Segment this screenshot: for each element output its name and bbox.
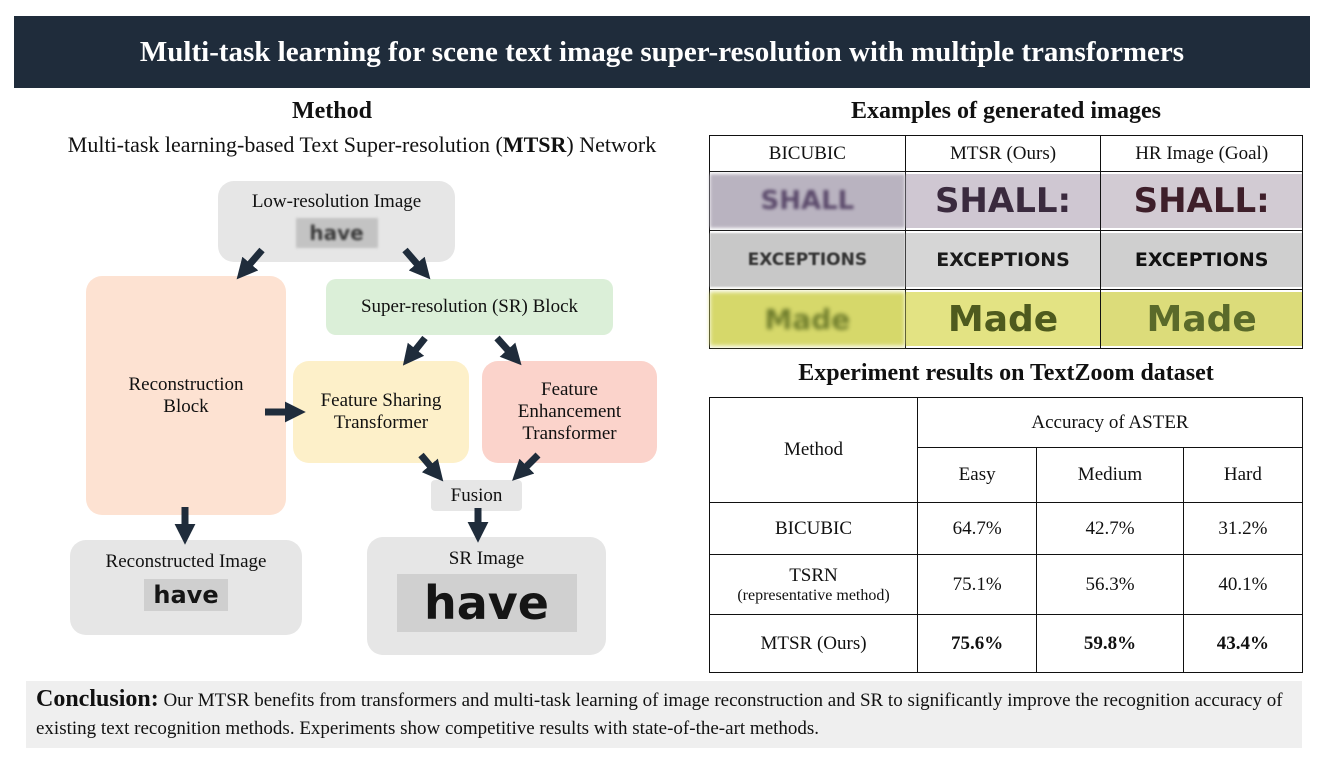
- examples-header-hr: HR Image (Goal): [1100, 135, 1303, 172]
- example-cell: EXCEPTIONS: [904, 230, 1102, 290]
- arrow-sr-to-feature-sharing: [402, 335, 428, 366]
- example-image-hr: Made: [1101, 292, 1302, 346]
- reconstruction-block: Reconstruction Block: [86, 276, 286, 515]
- results-value: 31.2%: [1182, 502, 1304, 555]
- results-value: 75.1%: [916, 554, 1038, 615]
- sr-image-box: SR Image have: [367, 537, 606, 655]
- results-value: 75.6%: [916, 614, 1038, 673]
- method-title: Method: [292, 98, 372, 124]
- reconstructed-image-box: Reconstructed Image have: [70, 540, 302, 635]
- examples-row-made: Made Made Made: [709, 289, 1303, 349]
- example-cell: Made: [709, 289, 906, 349]
- subtitle-bold: MTSR: [502, 132, 567, 157]
- example-image-mtsr: Made: [905, 292, 1101, 346]
- feature-sharing-line2: Transformer: [333, 412, 429, 433]
- results-header-row-2: Easy Medium Hard: [710, 447, 1304, 503]
- example-cell: SHALL:: [904, 171, 1102, 231]
- results-method-header: Method: [709, 397, 918, 503]
- results-group-header: Accuracy of ASTER: [917, 397, 1303, 448]
- results-col-easy: Easy: [916, 447, 1038, 503]
- example-cell: EXCEPTIONS: [1100, 230, 1303, 290]
- sr-image-label: SR Image: [448, 548, 525, 569]
- results-method: MTSR (Ours): [709, 614, 918, 673]
- examples-title: Examples of generated images: [851, 98, 1161, 124]
- example-image-bicubic: SHALL: [710, 174, 905, 228]
- examples-row-exceptions: EXCEPTIONS EXCEPTIONS EXCEPTIONS: [709, 230, 1303, 290]
- results-value: 40.1%: [1182, 554, 1304, 615]
- reconstructed-image-sample: have: [144, 579, 228, 611]
- examples-header-mtsr: MTSR (Ours): [904, 135, 1102, 172]
- title-banner: Multi-task learning for scene text image…: [14, 16, 1310, 88]
- examples-row-shall: SHALL SHALL: SHALL:: [709, 171, 1303, 231]
- results-value: 43.4%: [1182, 614, 1304, 673]
- example-cell: Made: [904, 289, 1102, 349]
- results-value: 59.8%: [1036, 614, 1184, 673]
- feature-enhancement-transformer: Feature Enhancement Transformer: [482, 361, 657, 463]
- arrow-sr-to-feature-enhancement: [494, 335, 522, 366]
- sr-image-sample: have: [396, 574, 577, 632]
- example-image-hr: SHALL:: [1101, 174, 1302, 228]
- reconstruction-line1: Reconstruction: [128, 373, 244, 395]
- fusion-node: Fusion: [431, 480, 522, 511]
- reconstruction-line2: Block: [163, 395, 209, 417]
- results-col-hard: Hard: [1182, 447, 1304, 503]
- results-title: Experiment results on TextZoom dataset: [798, 360, 1214, 386]
- conclusion-box: Conclusion: Our MTSR benefits from trans…: [26, 681, 1302, 748]
- reconstructed-image-label: Reconstructed Image: [105, 551, 267, 572]
- feature-sharing-line1: Feature Sharing: [320, 390, 442, 411]
- results-value: 42.7%: [1036, 502, 1184, 555]
- feature-enhancement-line2: Enhancement: [517, 401, 622, 422]
- examples-header-bicubic: BICUBIC: [709, 135, 906, 172]
- feature-sharing-transformer: Feature Sharing Transformer: [293, 361, 469, 463]
- feature-enhancement-line3: Transformer: [522, 423, 617, 444]
- results-method-note: (representative method): [737, 586, 890, 604]
- examples-header-row: BICUBIC MTSR (Ours) HR Image (Goal): [709, 135, 1303, 172]
- results-header-row-1: Method Accuracy of ASTER: [709, 397, 1303, 503]
- results-method-name: TSRN: [789, 564, 838, 586]
- poster-title: Multi-task learning for scene text image…: [139, 35, 1185, 68]
- example-image-bicubic: EXCEPTIONS: [710, 233, 905, 287]
- subtitle-suffix: ) Network: [566, 132, 657, 157]
- results-col-medium: Medium: [1036, 447, 1184, 503]
- results-row-bicubic: BICUBIC 64.7% 42.7% 31.2%: [709, 502, 1304, 555]
- example-cell: SHALL: [709, 171, 906, 231]
- feature-enhancement-line1: Feature: [541, 379, 598, 400]
- results-value: 56.3%: [1036, 554, 1184, 615]
- conclusion-label: Conclusion:: [36, 686, 159, 712]
- example-cell: SHALL:: [1100, 171, 1303, 231]
- example-image-mtsr: SHALL:: [905, 174, 1101, 228]
- low-resolution-label: Low-resolution Image: [251, 191, 422, 212]
- example-cell: EXCEPTIONS: [709, 230, 906, 290]
- results-row-tsrn: TSRN (representative method) 75.1% 56.3%…: [709, 554, 1304, 615]
- example-image-mtsr: EXCEPTIONS: [905, 233, 1101, 287]
- super-resolution-block: Super-resolution (SR) Block: [326, 279, 613, 335]
- results-method: TSRN (representative method): [709, 554, 918, 615]
- results-value: 64.7%: [916, 502, 1038, 555]
- results-row-mtsr: MTSR (Ours) 75.6% 59.8% 43.4%: [709, 614, 1304, 673]
- example-image-hr: EXCEPTIONS: [1101, 233, 1302, 287]
- results-table: Method Accuracy of ASTER Easy Medium Har…: [709, 397, 1304, 673]
- examples-table: BICUBIC MTSR (Ours) HR Image (Goal) SHAL…: [709, 135, 1303, 349]
- subtitle-prefix: Multi-task learning-based Text Super-res…: [67, 132, 503, 157]
- results-method: BICUBIC: [709, 502, 918, 555]
- low-resolution-sample: have: [295, 218, 378, 248]
- method-subtitle: Multi-task learning-based Text Super-res…: [22, 132, 702, 158]
- example-cell: Made: [1100, 289, 1303, 349]
- example-image-bicubic: Made: [710, 292, 905, 346]
- low-resolution-image-box: Low-resolution Image have: [218, 181, 455, 262]
- conclusion-text: Our MTSR benefits from transformers and …: [36, 690, 1283, 739]
